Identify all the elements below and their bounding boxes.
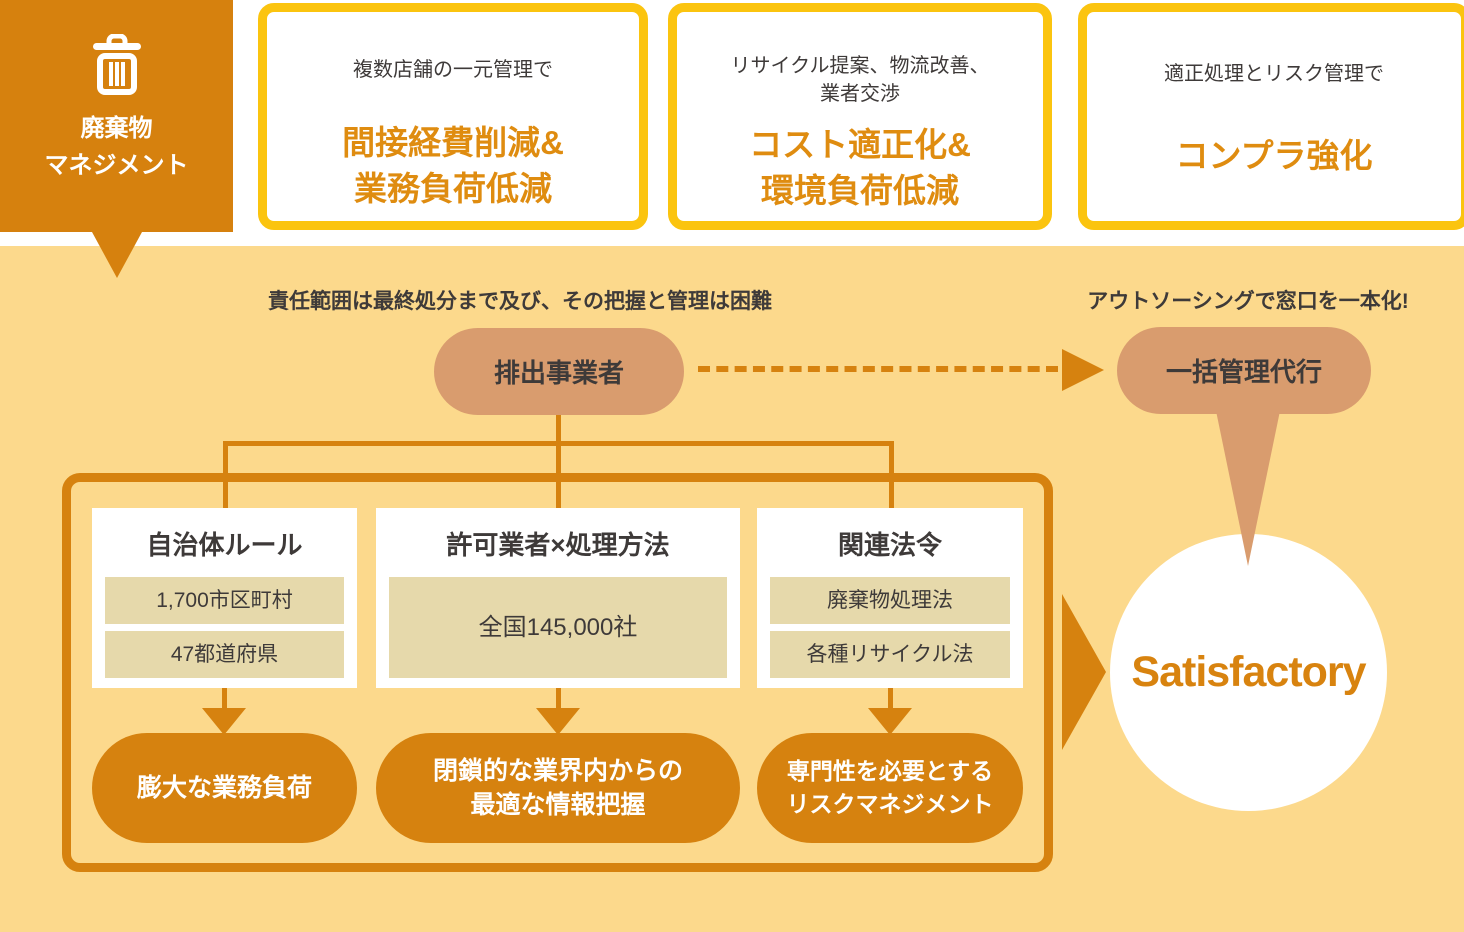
benefit-card-1-headline-line1: 間接経費削減& — [342, 124, 564, 161]
right-arrow-icon — [1062, 594, 1106, 750]
satisfactory-circle: Satisfactory — [1110, 534, 1387, 811]
waste-management-header: 廃棄物 マネジメント — [0, 0, 233, 232]
down-arrow-stem-1 — [222, 686, 227, 712]
header-pointer-arrow — [92, 232, 142, 278]
benefit-card-2-headline-line1: コスト適正化& — [749, 126, 971, 163]
emitter-pill-label: 排出事業者 — [493, 358, 624, 388]
benefit-card-3-subtitle: 適正処理とリスク管理で — [1164, 63, 1384, 85]
down-arrow-icon-3 — [868, 708, 912, 735]
info-card-1-item-2: 47都道府県 — [105, 631, 344, 678]
burden-pill-workload: 膨大な業務負荷 — [92, 733, 357, 843]
benefit-card-2-subtitle-line2: 業者交渉 — [820, 83, 900, 105]
benefit-card-cost-optimization: リサイクル提案、物流改善、 業者交渉 コスト適正化& 環境負荷低減 — [668, 3, 1052, 230]
info-card-related-laws: 関連法令 廃棄物処理法 各種リサイクル法 — [757, 508, 1023, 688]
burden-pill-3-line1: 専門性を必要とする — [786, 758, 994, 784]
proxy-pill-label: 一括管理代行 — [1165, 357, 1322, 387]
challenge-box-border — [62, 473, 1053, 872]
info-card-1-title: 自治体ルール — [146, 530, 303, 560]
down-arrow-stem-2 — [556, 686, 561, 712]
header-title-line2: マネジメント — [44, 152, 189, 179]
burden-pill-2-line1: 閉鎖的な業界内からの — [432, 757, 683, 785]
header-title: 廃棄物 マネジメント — [45, 110, 189, 184]
header-title-line1: 廃棄物 — [80, 115, 153, 142]
emitter-pill: 排出事業者 — [434, 328, 684, 415]
burden-pill-1-line1: 膨大な業務負荷 — [136, 774, 312, 802]
benefit-card-2-subtitle-line1: リサイクル提案、物流改善、 — [730, 55, 990, 77]
benefit-card-1-subtitle: 複数店舗の一元管理で — [353, 59, 553, 81]
benefit-card-3-headline: コンプラ強化 — [1175, 137, 1373, 174]
down-arrow-icon-2 — [536, 708, 580, 735]
info-card-3-title: 関連法令 — [837, 530, 942, 560]
benefit-card-1-headline-line2: 業務負荷低減 — [354, 170, 552, 207]
burden-pill-3-line2: リスクマネジメント — [786, 791, 994, 817]
responsibility-caption: 責任範囲は最終処分まで及び、その把握と管理は困難 — [268, 290, 772, 313]
info-card-2-title: 許可業者×処理方法 — [446, 530, 670, 560]
trash-icon — [92, 34, 141, 95]
dashed-arrow-head-icon — [1062, 349, 1104, 391]
info-card-municipal-rules: 自治体ルール 1,700市区町村 47都道府県 — [92, 508, 357, 688]
down-arrow-icon-1 — [202, 708, 246, 735]
proxy-pill-tail — [1215, 406, 1281, 566]
info-card-1-item-1: 1,700市区町村 — [105, 577, 344, 624]
burden-pill-risk-management: 専門性を必要とする リスクマネジメント — [757, 733, 1023, 843]
connector-emitter-stem — [556, 414, 561, 444]
satisfactory-label: Satisfactory — [1131, 648, 1366, 696]
info-card-licensed-contractors: 許可業者×処理方法 全国145,000社 — [376, 508, 740, 688]
benefit-card-2-headline-line2: 環境負荷低減 — [761, 172, 959, 209]
burden-pill-2-line2: 最適な情報把握 — [470, 791, 646, 819]
outsourcing-caption: アウトソーシングで窓口を一本化! — [1087, 290, 1409, 313]
info-card-3-item-2: 各種リサイクル法 — [770, 631, 1010, 678]
proxy-pill: 一括管理代行 — [1117, 327, 1371, 414]
benefit-card-compliance: 適正処理とリスク管理で コンプラ強化 — [1078, 3, 1464, 230]
benefit-card-cost-reduction: 複数店舗の一元管理で 間接経費削減& 業務負荷低減 — [258, 3, 648, 230]
burden-pill-information: 閉鎖的な業界内からの 最適な情報把握 — [376, 733, 740, 843]
info-card-3-item-1: 廃棄物処理法 — [770, 577, 1010, 624]
dashed-arrow-line — [698, 366, 1058, 372]
down-arrow-stem-3 — [888, 686, 893, 712]
info-card-2-item-1: 全国145,000社 — [389, 577, 727, 678]
